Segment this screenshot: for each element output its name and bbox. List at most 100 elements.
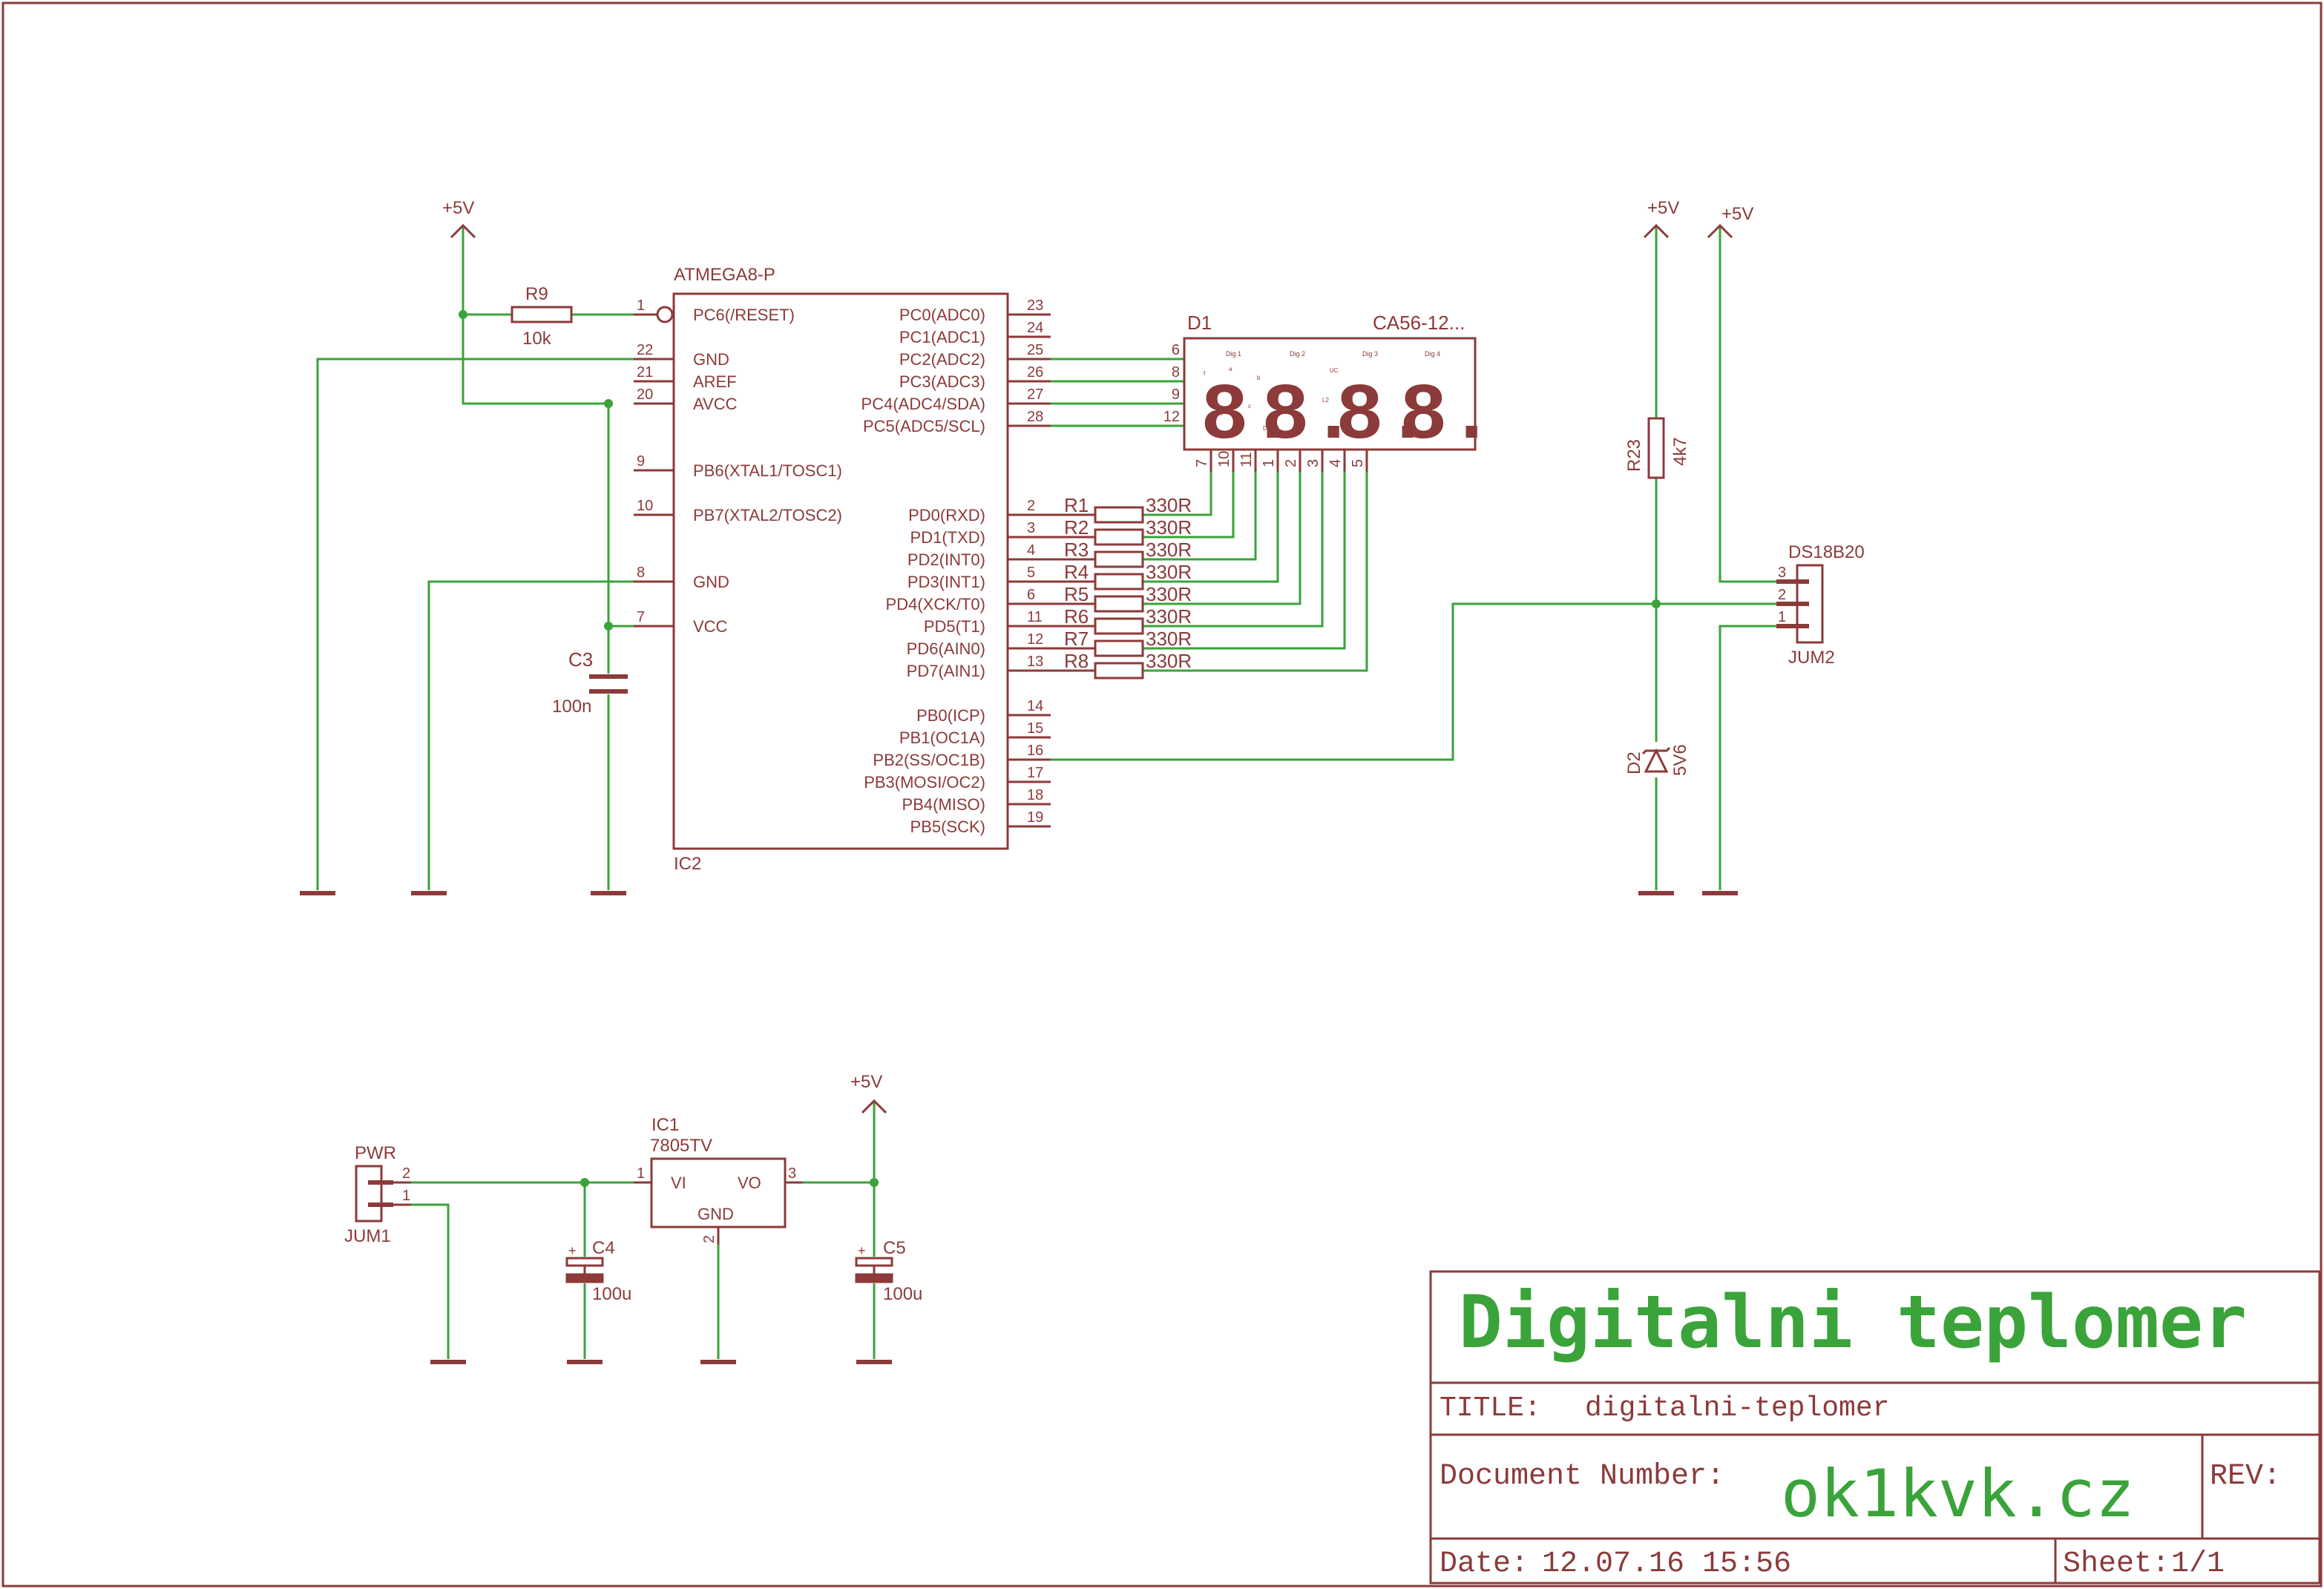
wires [316,226,1776,1359]
mcu-pin-name: PD4(XCK/T0) [886,595,985,613]
resistor-value: 330R [1146,628,1192,650]
mcu-pin-name: PC0(ADC0) [899,306,985,324]
c4-ref: C4 [592,1238,615,1258]
mcu-pin-name: PC2(ADC2) [899,350,985,369]
mcu-pin-number: 13 [1027,654,1043,670]
mcu-pin-number: 1 [637,297,645,314]
resistor-value: 330R [1146,539,1192,561]
digit-label: Dig 3 [1362,350,1378,358]
title-block [1429,1270,2321,1585]
mcu-pin-number: 28 [1027,409,1043,425]
mcu-name: ATMEGA8-P [674,265,775,285]
mcu-pin-name: PD7(AIN1) [907,662,985,680]
c3-value: 100n [552,697,591,717]
seg-label-b: b [1257,375,1261,381]
resistor-value: 330R [1146,583,1192,605]
mcu-pin-name: PB0(ICP) [916,706,985,725]
c3-ref: C3 [568,648,593,671]
supply-label-4: +5V [850,1072,882,1092]
display-digit: 8. [1399,372,1496,462]
mcu-pin-number: 26 [1027,364,1043,381]
mcu-pin-number: 2 [1027,498,1035,514]
resistor-body [1094,573,1144,590]
display-pin-number: 10 [1216,451,1232,467]
r9-ref: R9 [525,284,548,304]
supply-label-2: +5V [1647,198,1679,218]
capacitor-c3 [589,674,628,694]
mcu-right-pins: 23PC0(ADC0)24PC1(ADC1)25PC2(ADC2)26PC3(A… [861,297,1051,836]
reset-inversion-bubble [656,306,674,323]
mcu-pin-name: PD2(INT0) [907,550,985,569]
regulator-ic1: IC1 7805TV VI VO GND 1 3 2 [634,1115,803,1245]
supply-arrows [450,223,1733,1114]
resistor-body [1094,595,1144,613]
display-pin-number: 8 [1172,364,1180,381]
resistor-ref: R8 [1064,650,1089,672]
mcu-pin-number: 12 [1027,631,1043,648]
c4-value: 100u [592,1284,631,1304]
supply-label-1: +5V [442,198,474,218]
c5-plus: + [858,1243,866,1258]
display-pin-number: 2 [1283,459,1299,467]
seg-label-uc: UC [1330,367,1339,374]
mcu-pin-number: 22 [637,342,653,358]
resistor-body [1094,506,1144,524]
display-value: CA56-12... [1373,312,1465,334]
mcu-pin-name: PB5(SCK) [910,817,985,836]
resistor-ref: R6 [1064,605,1089,628]
mcu-pin-number: 15 [1027,720,1043,737]
resistor-body [1094,639,1144,657]
seg-label-f: f [1204,370,1206,377]
mcu-pin-number: 20 [637,386,653,403]
jum2-pin-1: 1 [1778,609,1786,625]
mcu-pin-number: 8 [637,565,645,581]
mcu-pin-number: 17 [1027,765,1043,781]
jum1-ref: JUM1 [344,1226,391,1246]
resistor-value: 330R [1146,516,1192,539]
connector-jum2: DS18B20 JUM2 3 2 1 [1776,542,1865,668]
ground-symbols [300,891,1738,1364]
resistor-body [1094,528,1144,546]
mcu-pin-number: 21 [637,364,653,381]
mcu-pin-name: PB2(SS/OC1B) [873,751,985,769]
resistor-value: 330R [1146,605,1192,628]
display-pin-number: 12 [1163,409,1180,425]
display-digit: 8. [1201,372,1297,462]
title-label: TITLE: [1440,1392,1541,1424]
display-pin-number: 5 [1350,459,1366,467]
resistor-body [1094,550,1144,568]
resistor-ref: R4 [1064,561,1089,583]
jum1-pin-2: 2 [402,1165,410,1182]
resistor-body [1094,617,1144,635]
mcu-pin-number: 14 [1027,698,1043,714]
capacitor-c4: + C4 100u [565,1238,631,1304]
mcu-pin-name: PB4(MISO) [902,795,985,814]
jum2-pin-2: 2 [1778,587,1786,603]
seg-label-c: c [1248,403,1251,409]
resistor-r9: R9 10k [511,284,573,349]
mcu-pin-name: PD1(TXD) [910,528,985,547]
c4-plus: + [568,1243,577,1258]
mcu-pin-name: VCC [693,617,728,636]
display-pin-number: 4 [1327,459,1344,467]
mcu-pin-number: 9 [637,453,645,470]
jum1-name: PWR [355,1143,396,1163]
mcu-pin-name: PB3(MOSI/OC2) [864,773,985,792]
ic1-pin-1: 1 [637,1165,645,1182]
c5-ref: C5 [883,1238,906,1258]
mcu-pin-name: PC1(ADC1) [899,328,985,346]
mcu-pin-number: 19 [1027,809,1043,826]
mcu-pin-number: 10 [637,498,653,514]
jum1-pin-1: 1 [402,1188,410,1204]
mcu-pin-number: 5 [1027,565,1035,581]
mcu-pin-name: PB1(OC1A) [899,728,985,747]
mcu-pin-number: 3 [1027,520,1035,536]
resistor-ref: R7 [1064,628,1089,650]
ic1-ref: IC1 [651,1115,679,1135]
mcu-pin-name: AREF [693,372,737,391]
mcu-pin-number: 16 [1027,743,1043,759]
display-pin-number: 7 [1194,459,1210,467]
